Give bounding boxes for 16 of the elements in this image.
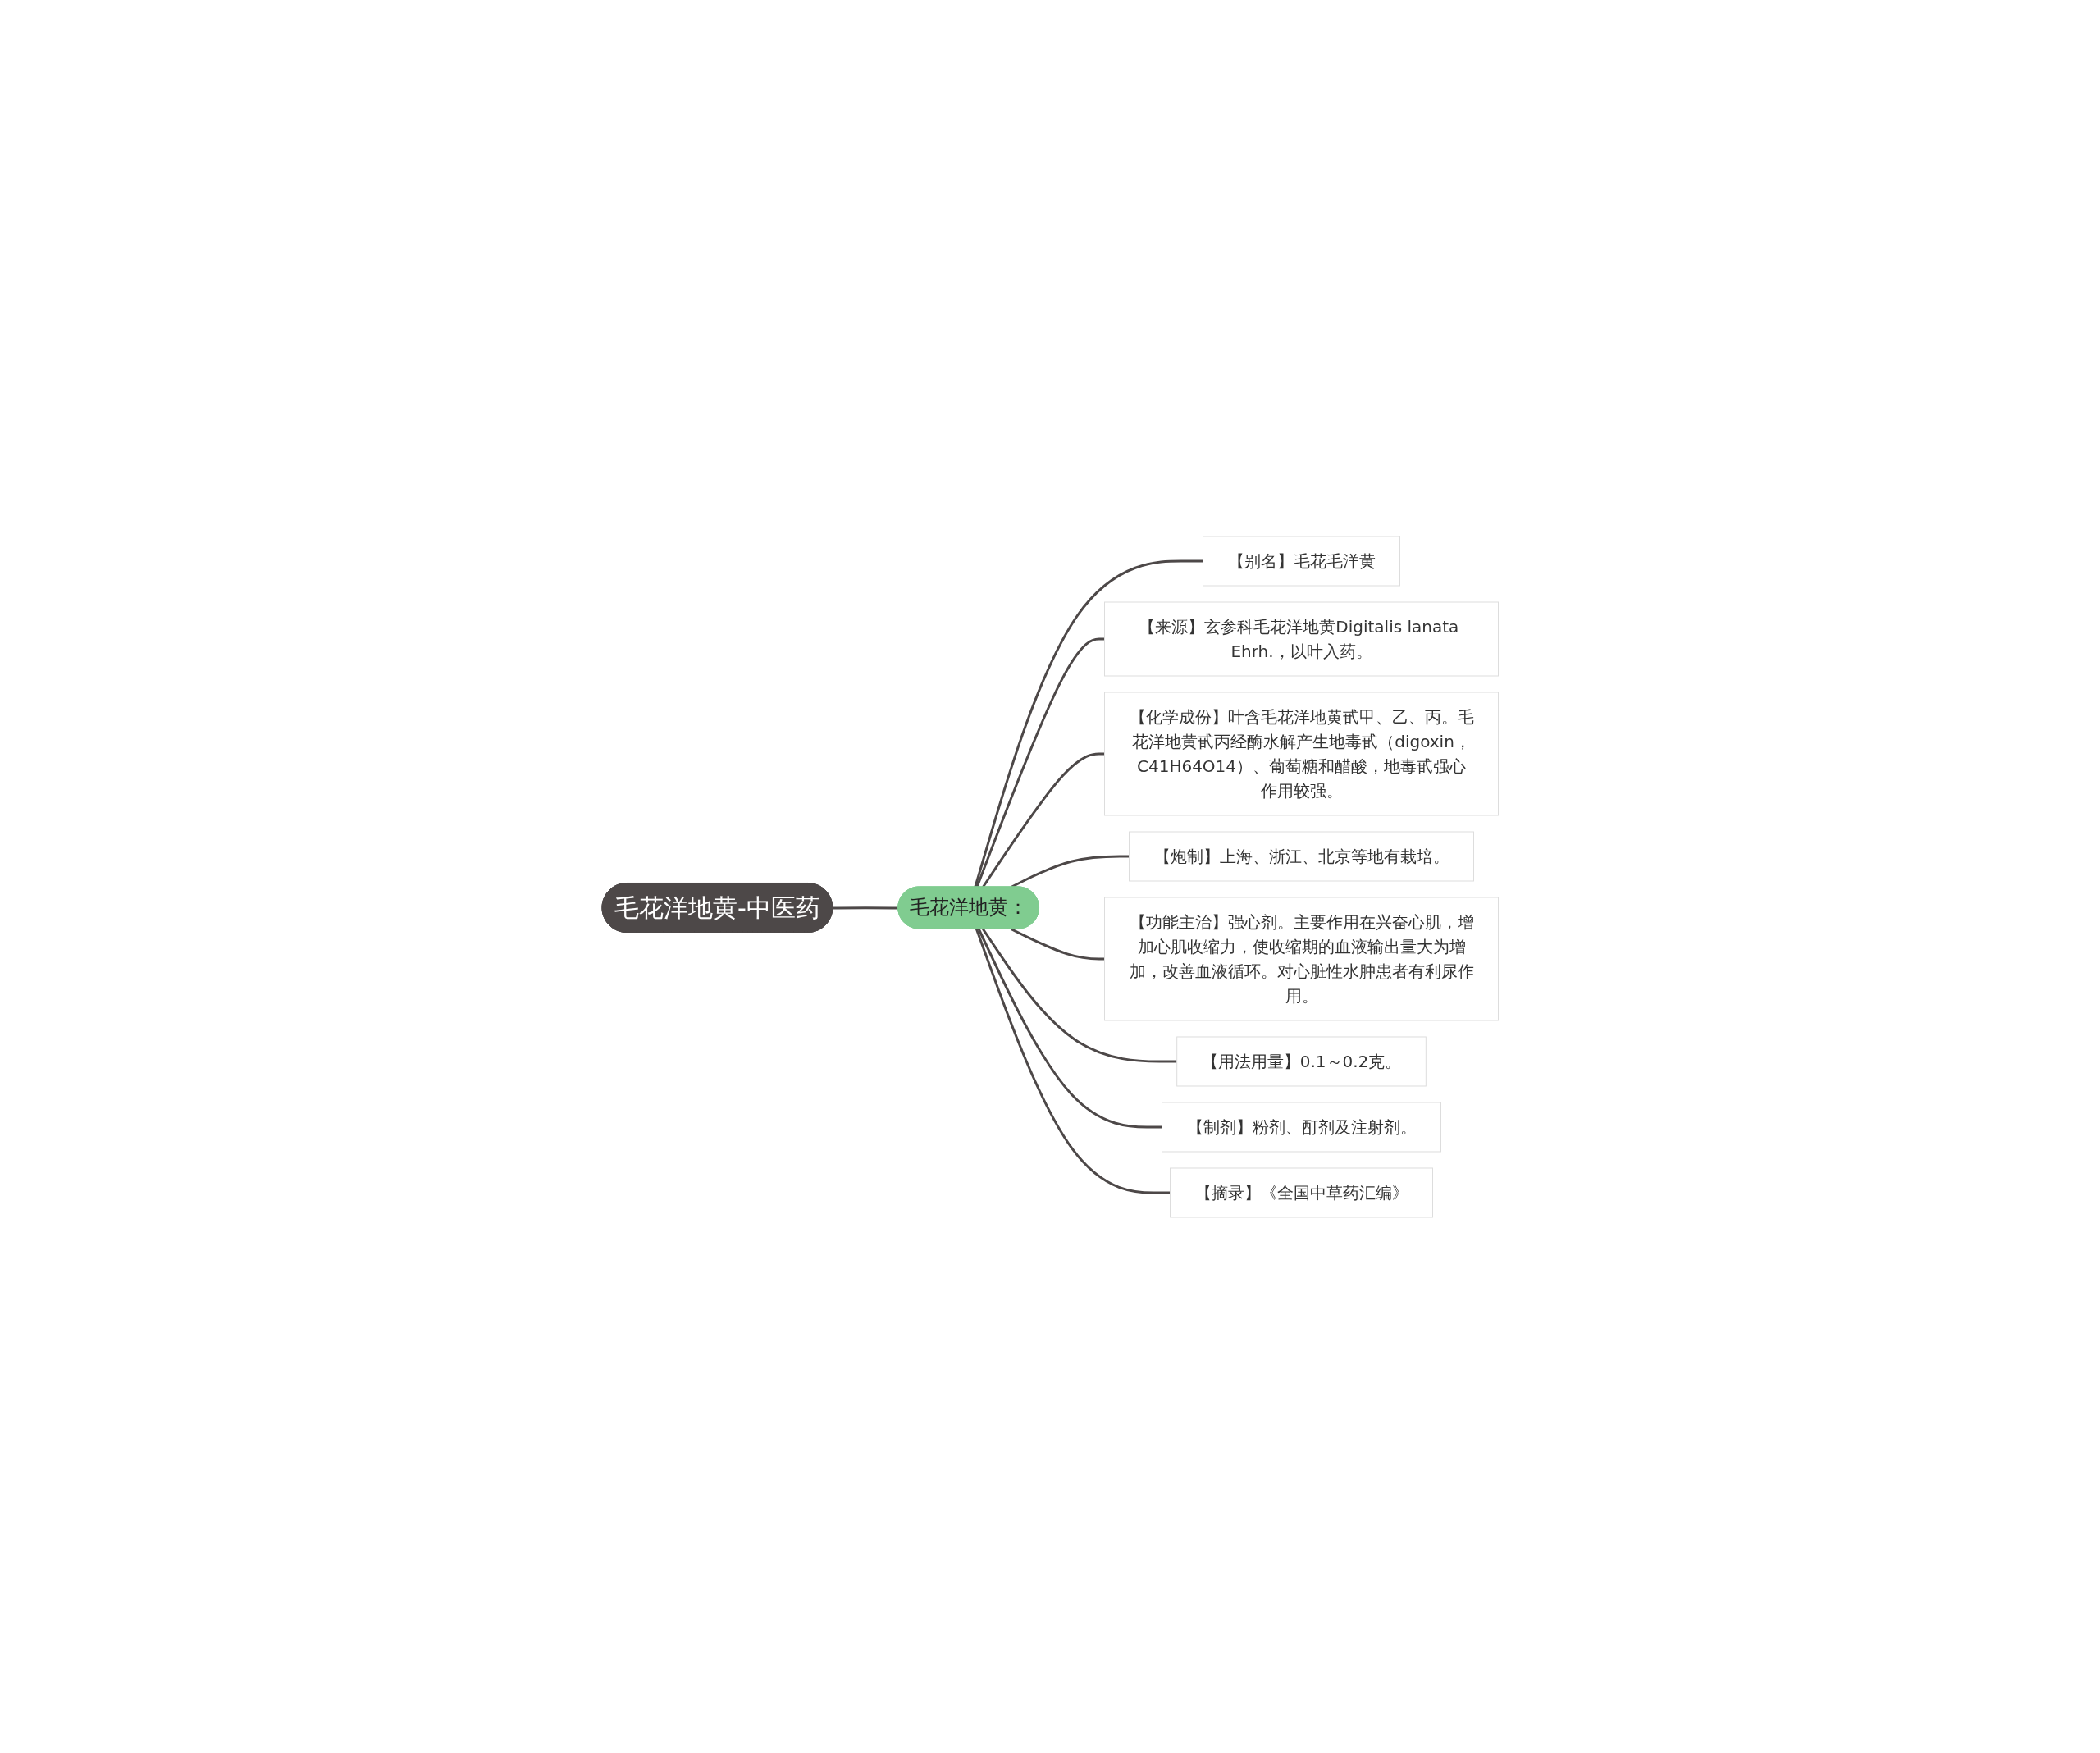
connector xyxy=(977,928,1162,1128)
connector xyxy=(981,752,1105,888)
connector xyxy=(975,928,1171,1194)
node-box: 【摘录】《全国中草药汇编》 xyxy=(1169,1167,1433,1217)
node-box: 【功能主治】强心剂。主要作用在兴奋心肌，增加心肌收缩力，使收缩期的血液输出量大为增加，改善血液循环。对心脏性水肿患者有利尿作用。 xyxy=(1103,897,1499,1020)
connector xyxy=(981,928,1177,1062)
node-box: 【化学成份】叶含毛花洋地黄甙甲、乙、丙。毛花洋地黄甙丙经酶水解产生地毒甙（digoxin，C41H64O14）、葡萄糖和醋酸，地毒甙强心作用较强。 xyxy=(1103,692,1499,815)
connector xyxy=(975,637,1105,888)
node-box: 【用法用量】0.1～0.2克。 xyxy=(1176,1036,1427,1086)
connector xyxy=(1010,927,1105,960)
connector xyxy=(833,906,899,909)
node-box: 【制剂】粉剂、酊剂及注射剂。 xyxy=(1161,1102,1441,1152)
node-box: 【来源】玄参科毛花洋地黄Digitalis lanata Ehrh.，以叶入药。 xyxy=(1103,601,1499,676)
connector xyxy=(974,559,1203,888)
node-box: 【炮制】上海、浙江、北京等地有栽培。 xyxy=(1128,831,1474,881)
node-box: 【别名】毛花毛洋黄 xyxy=(1202,536,1400,586)
